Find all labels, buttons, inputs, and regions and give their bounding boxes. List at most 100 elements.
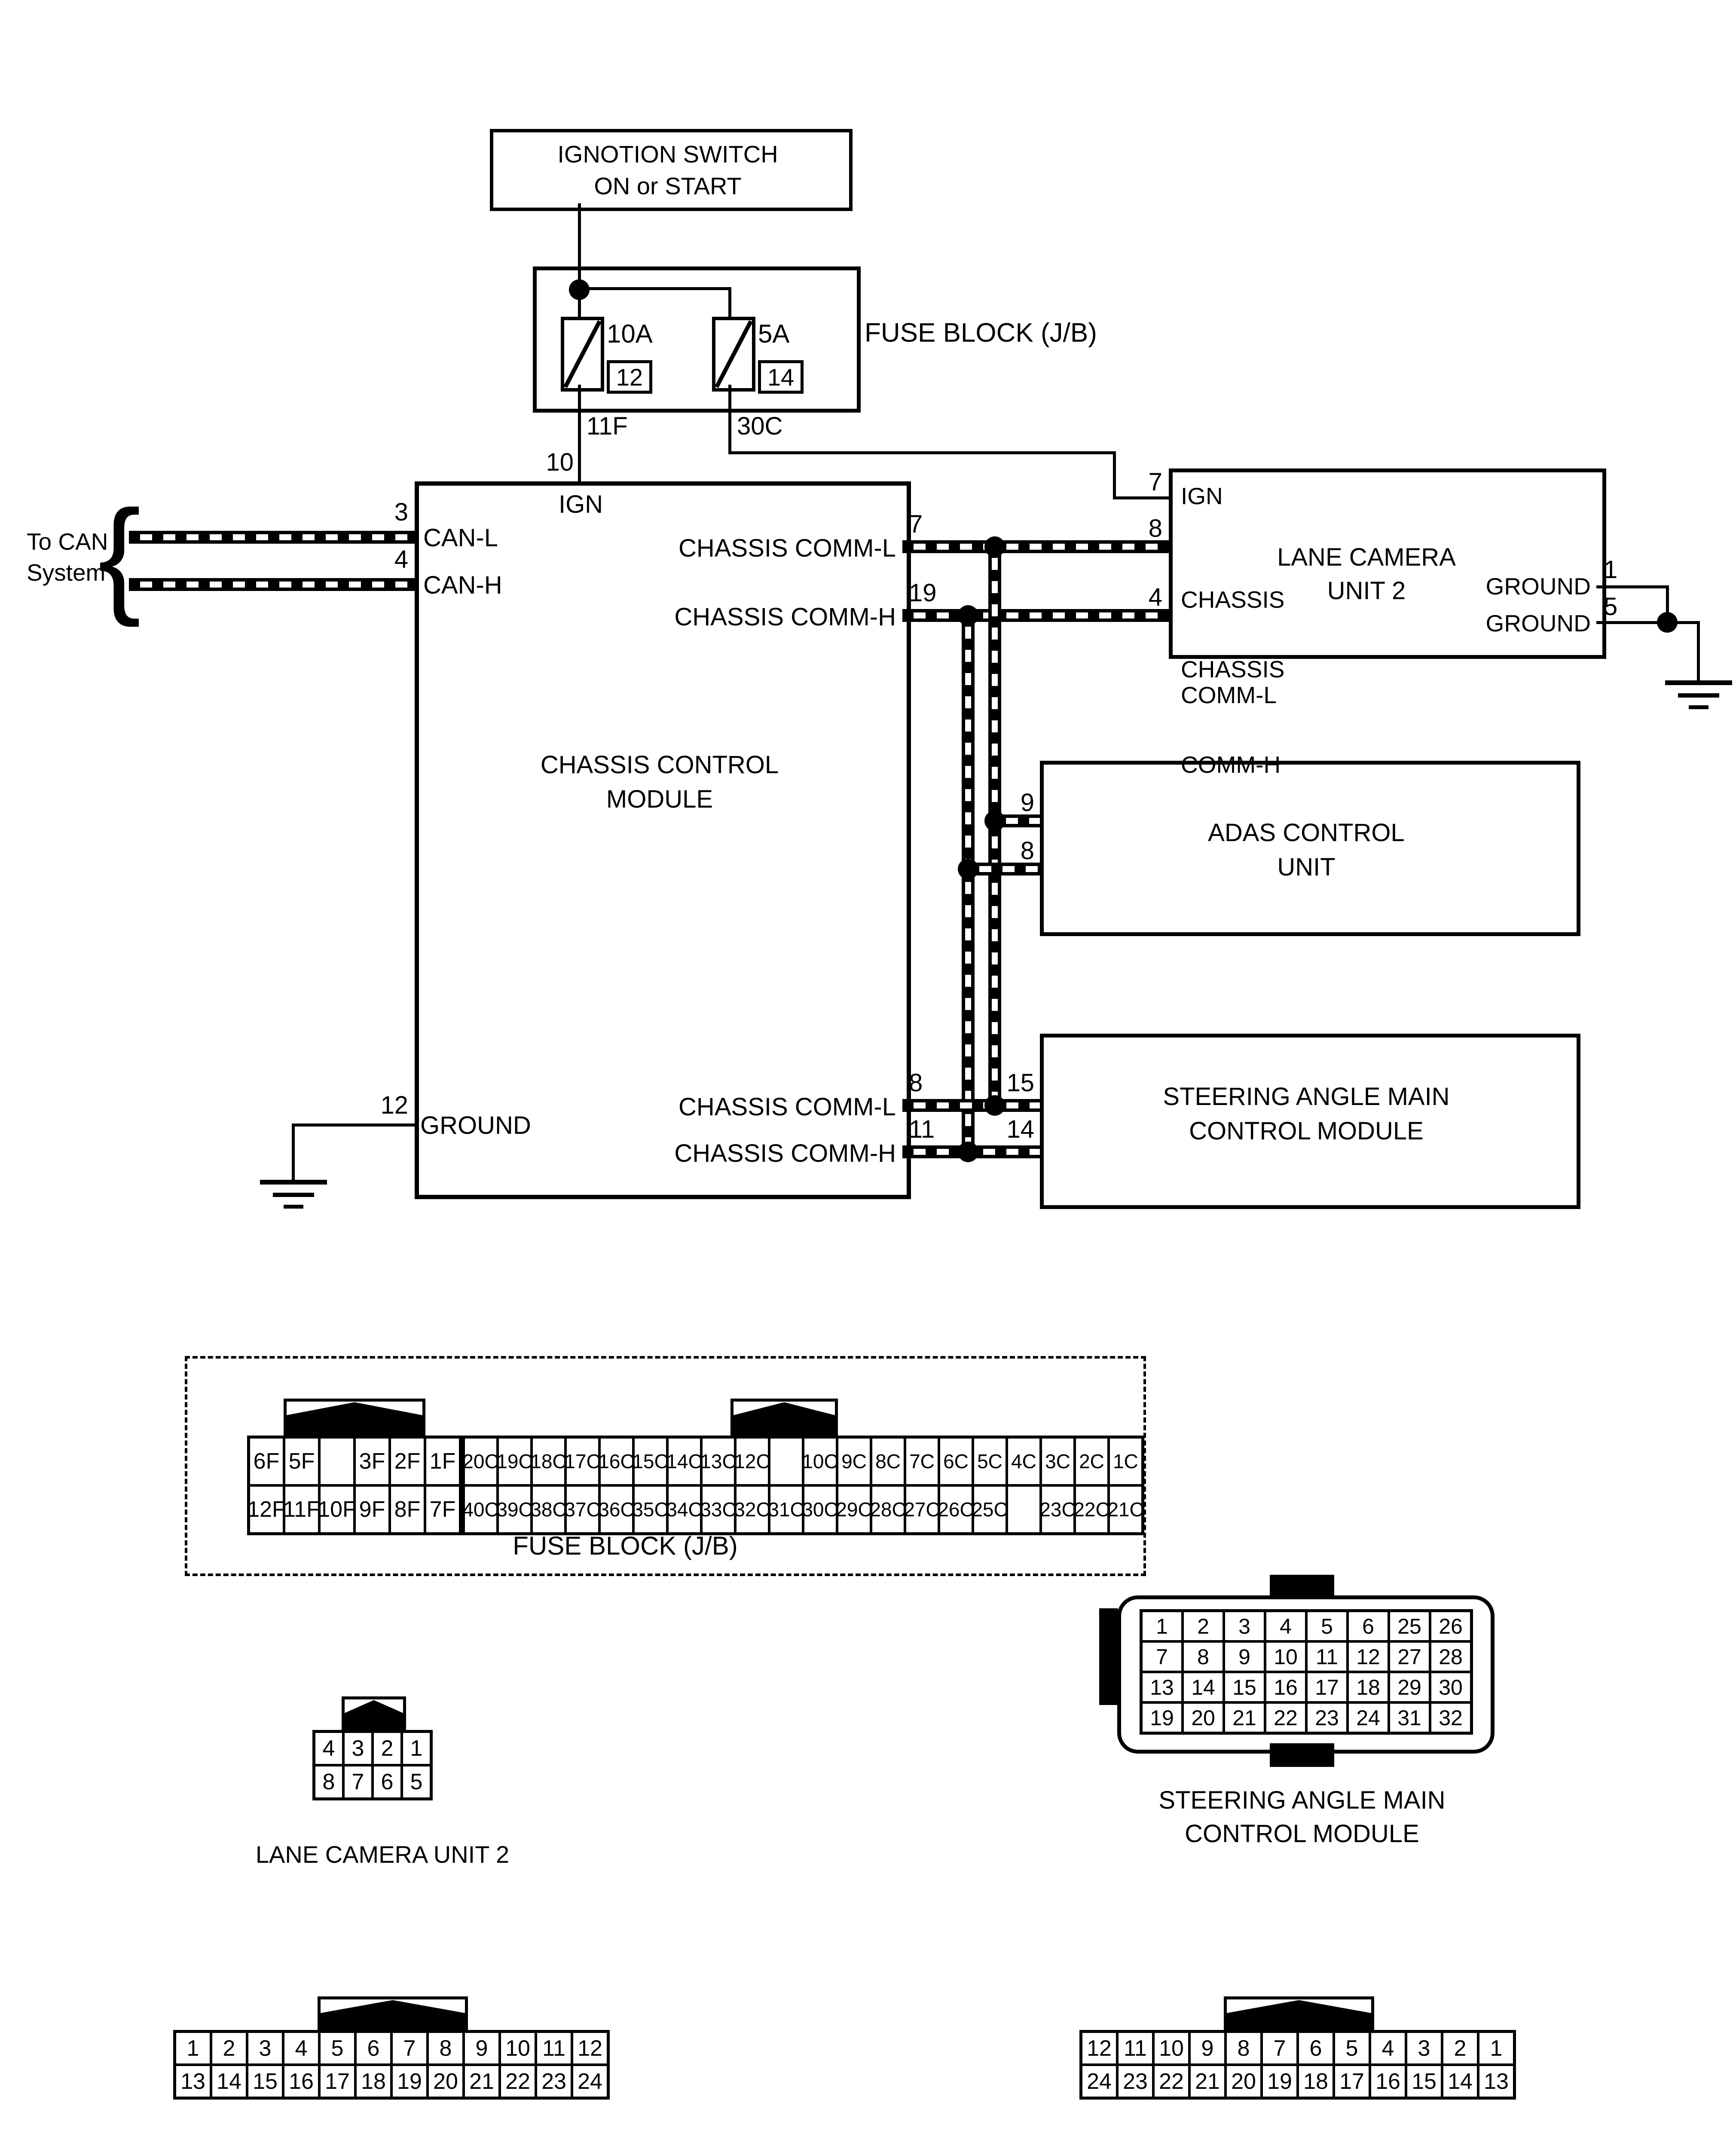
connector-cell: 1 (1141, 1611, 1183, 1641)
connector-cell: 16 (1370, 2065, 1406, 2098)
fuse-5a-symbol (712, 317, 755, 392)
connector-cell: 18 (1348, 1672, 1389, 1702)
connector-cell: 12 (1348, 1641, 1389, 1672)
connector-cell: 27 (1389, 1641, 1430, 1672)
connector-cell: 9 (1224, 1641, 1265, 1672)
connector-cell: 38C (530, 1485, 567, 1534)
connector-cell: 19 (1262, 2065, 1298, 2098)
lane-camera-name1: LANE CAMERA (1277, 543, 1456, 571)
junction-dot-steering-l (984, 1095, 1005, 1116)
connector-cell: 14 (211, 2065, 247, 2098)
connector-cell: 18 (355, 2065, 391, 2098)
connector-cell (769, 1437, 803, 1485)
chassis-pin3: 3 (394, 498, 408, 526)
connector-cell: 9F (355, 1485, 390, 1534)
connector-cell: 31 (1389, 1702, 1430, 1733)
connector-cell: 18 (1298, 2065, 1334, 2098)
junction-dot-comm-h-top (958, 605, 978, 626)
connector-cell: 13C (700, 1437, 737, 1485)
steering-name2: CONTROL MODULE (1189, 1117, 1424, 1145)
connector-cell: 3 (247, 2032, 283, 2065)
wire-lane-gnd-v2 (1697, 621, 1700, 680)
lane-pin1: 1 (1604, 556, 1618, 584)
steering-connector-tab-left (1099, 1608, 1118, 1705)
connector-cell: 17 (319, 2065, 355, 2098)
chassis-pin8: 8 (909, 1069, 923, 1097)
connector-cell: 12 (572, 2032, 608, 2065)
connector-cell: 20C (462, 1437, 499, 1485)
chassis-pin11: 11 (909, 1115, 935, 1143)
connector-cell: 6 (355, 2032, 391, 2065)
fuse1-number: 12 (616, 363, 643, 391)
connector-cell: 22 (500, 2065, 536, 2098)
connector-cell: 1 (402, 1732, 431, 1765)
connector-cell: 10 (1265, 1641, 1306, 1672)
connector-cell: 16 (283, 2065, 319, 2098)
chassis-pin12-label: GROUND (420, 1111, 531, 1139)
connector-cell (319, 1437, 355, 1485)
ignition-line2: ON or START (594, 172, 742, 199)
connector-cell: 2 (373, 1732, 402, 1765)
ignition-switch-box (490, 129, 853, 211)
wire-comm-l-top (902, 540, 1170, 553)
chassis-pin19-label: CHASSIS COMM-H (674, 603, 896, 631)
connector-cell: 17 (1306, 1672, 1348, 1702)
lane-pin4-label1: CHASSIS (1181, 656, 1285, 683)
connector-cell: 28 (1430, 1641, 1471, 1672)
connector-cell: 8 (1183, 1641, 1224, 1672)
connector-cell: 15 (1224, 1672, 1265, 1702)
connector-cell: 40C (462, 1485, 499, 1534)
ground-symbol-lane (1665, 680, 1732, 710)
connector-cell: 20 (428, 2065, 464, 2098)
connector-cell: 6C (939, 1437, 973, 1485)
adas-control-unit-box (1040, 761, 1580, 936)
connector-cell: 3 (1224, 1611, 1265, 1641)
lane-pin7-label: IGN (1181, 483, 1223, 509)
steering-connector-tab-top (1270, 1575, 1334, 1598)
connector-cell: 33C (700, 1485, 737, 1534)
connector-cell: 24 (1081, 2065, 1117, 2098)
fuse-f-connector-key (284, 1399, 425, 1436)
connector-cell: 2 (1183, 1611, 1224, 1641)
fuse-block-detail-box (185, 1356, 1146, 1576)
connector-cell: 14 (1183, 1672, 1224, 1702)
connector-cell: 6 (1348, 1611, 1389, 1641)
connector-cell: 37C (564, 1485, 601, 1534)
lane-pin1-label: GROUND (1485, 573, 1591, 600)
connector-cell: 5C (973, 1437, 1007, 1485)
connector-cell: 3 (343, 1732, 373, 1765)
connector-cell: 32 (1430, 1702, 1471, 1733)
connector-cell: 23 (536, 2065, 572, 2098)
lane-pin8-label: CHASSIS COMM-L (1181, 520, 1284, 774)
lane-pin8: 8 (1148, 514, 1162, 542)
connector-cell: 22 (1265, 1702, 1306, 1733)
connector-cell: 36C (598, 1485, 635, 1534)
junction-dot-fuse (569, 279, 590, 300)
chassis-pin8-label: CHASSIS COMM-L (679, 1093, 896, 1121)
connector-cell: 29C (836, 1485, 872, 1534)
connector-cell: 5F (284, 1437, 319, 1485)
lane-pin5-label: GROUND (1485, 610, 1591, 637)
connector-cell: 39C (496, 1485, 533, 1534)
wire-adas-pin8 (968, 863, 1040, 876)
junction-dot-steering-h (958, 1142, 978, 1162)
chassis-pin10-label: IGN (559, 490, 603, 518)
connector-cell: 7 (1141, 1641, 1183, 1672)
connector-cell: 13 (1478, 2065, 1514, 2098)
wire-chassis-ground-h (293, 1123, 416, 1127)
connector-cell: 10F (318, 1485, 356, 1534)
connector-cell: 8 (314, 1765, 343, 1799)
connector-cell: 16 (1265, 1672, 1306, 1702)
adas-name1: ADAS CONTROL (1208, 819, 1405, 847)
